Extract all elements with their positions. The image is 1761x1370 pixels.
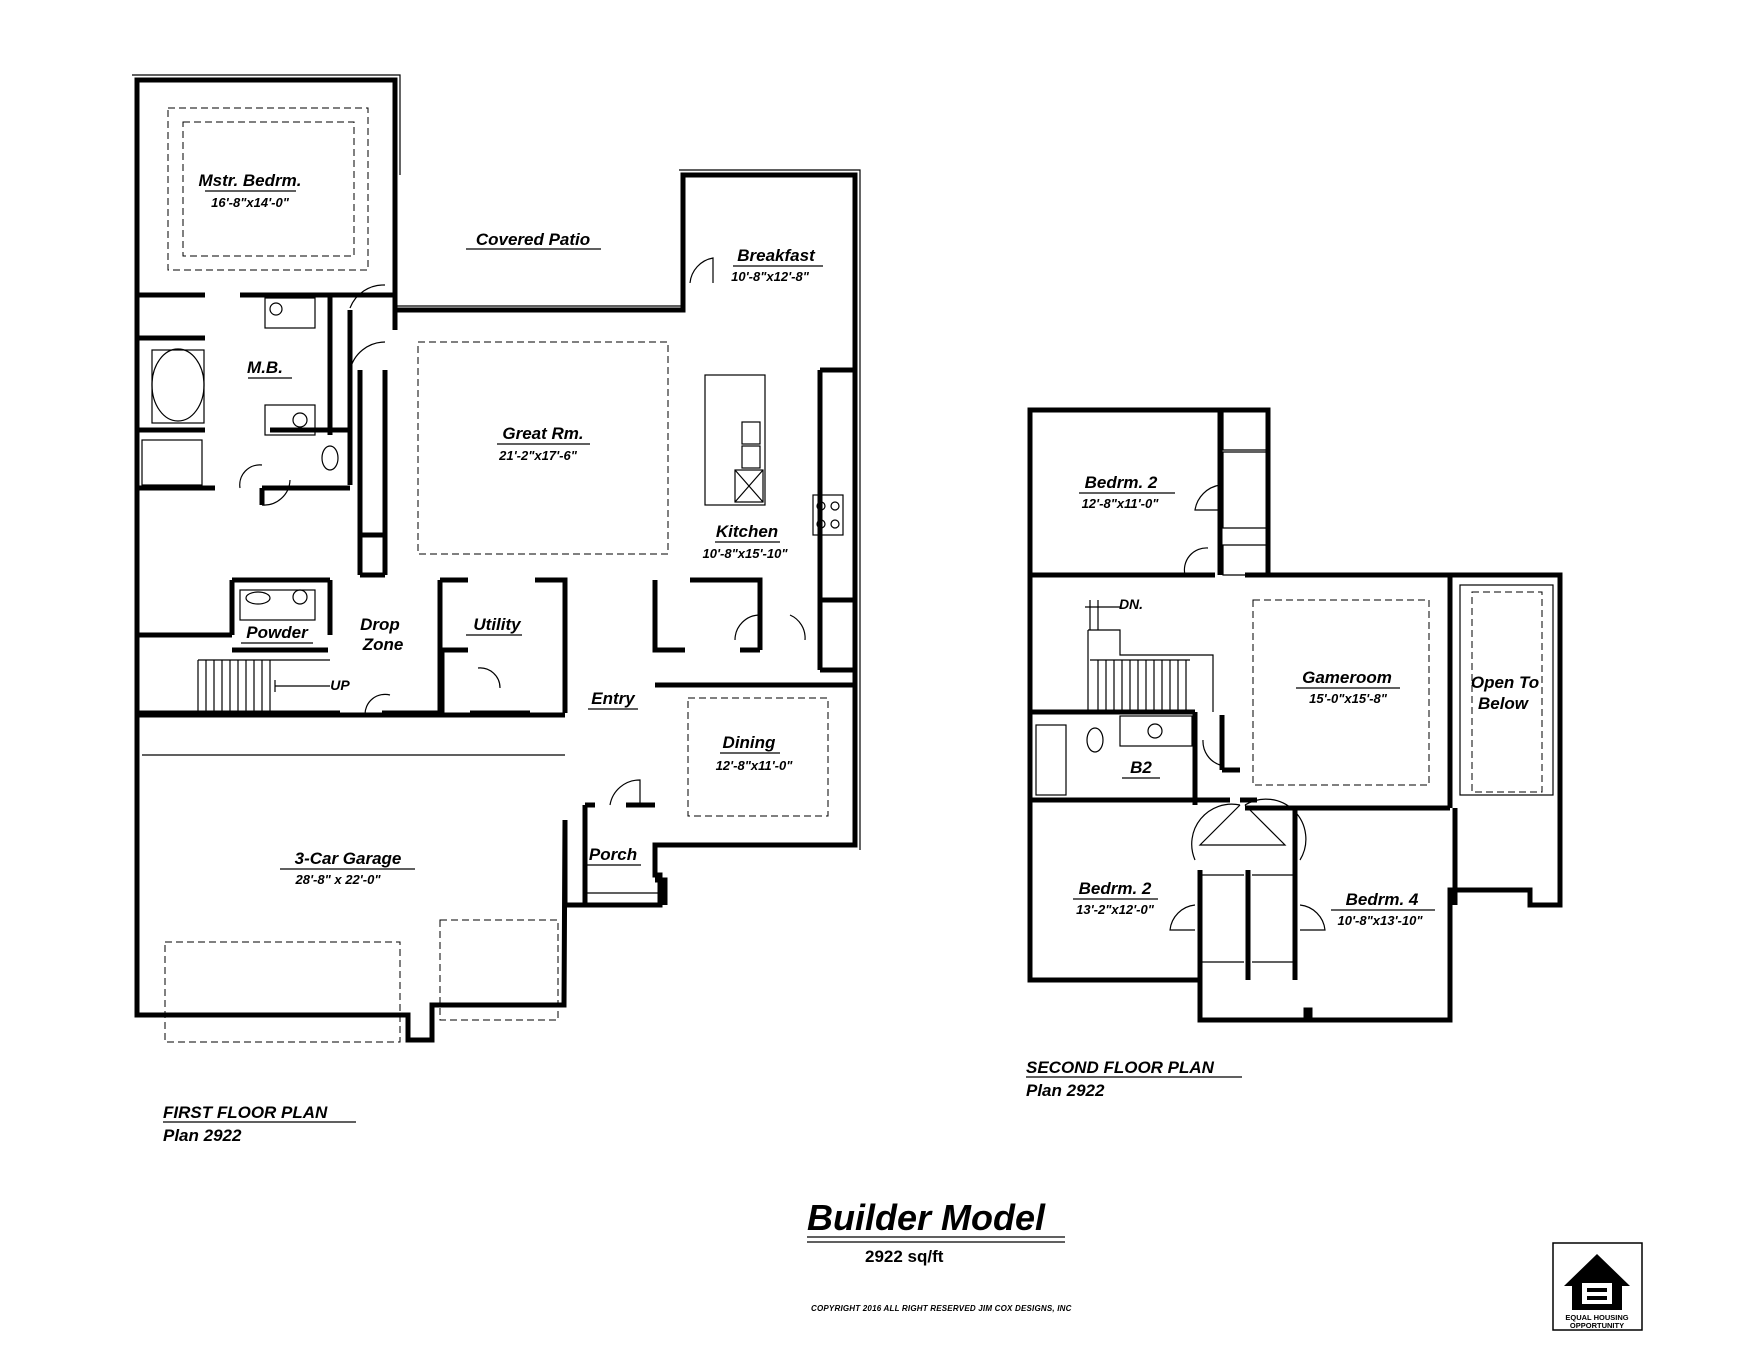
gameroom-dim: 15'-0"x15'-8" — [1309, 691, 1388, 706]
second-floor-caption-plan: Plan 2922 — [1026, 1081, 1105, 1100]
toilet-icon — [1086, 727, 1104, 753]
great-rm-dim: 21'-2"x17'-6" — [498, 448, 578, 463]
mstr-bedrm-ceiling — [167, 107, 369, 271]
toilet-icon — [245, 591, 271, 605]
first-floor-outer-wall — [134, 77, 858, 1043]
mb-label: M.B. — [247, 358, 283, 377]
mstr-bedrm-label: Mstr. Bedrm. — [199, 171, 302, 190]
breakfast-label: Breakfast — [737, 246, 816, 265]
dining-dim: 12'-8"x11'-0" — [716, 758, 794, 773]
bedrm2-bottom-dim: 13'-2"x12'-0" — [1076, 902, 1155, 917]
b2-label: B2 — [1130, 758, 1152, 777]
sink-icon — [292, 589, 308, 605]
cooktop-icon — [812, 494, 844, 536]
equal-housing-logo: EQUAL HOUSING OPPORTUNITY — [1552, 1242, 1643, 1331]
below-label: Below — [1478, 694, 1530, 713]
gameroom-label: Gameroom — [1302, 668, 1392, 687]
mstr-bedrm-dim: 16'-8"x14'-0" — [211, 195, 290, 210]
first-floor-caption-plan: Plan 2922 — [163, 1126, 242, 1145]
covered-patio-label: Covered Patio — [476, 230, 590, 249]
sink-icon — [264, 297, 316, 329]
equal-housing-house-icon — [1564, 1254, 1630, 1310]
dining-ceiling — [687, 697, 829, 817]
breakfast-dim: 10'-8"x12'-8" — [731, 269, 810, 284]
builder-model-title: Builder Model — [807, 1197, 1046, 1238]
logo-line1: EQUAL HOUSING — [1565, 1313, 1628, 1322]
entry-label: Entry — [591, 689, 636, 708]
first-floor-stair — [197, 659, 330, 714]
second-floor-plan — [1027, 407, 1563, 1023]
shower-icon — [141, 439, 203, 486]
drop-label: Drop — [360, 615, 400, 634]
bathtub-icon — [1035, 724, 1067, 796]
logo-line2: OPPORTUNITY — [1570, 1321, 1624, 1330]
open-to-below-box — [1459, 584, 1554, 796]
sqft-label: 2922 sq/ft — [865, 1247, 944, 1266]
kitchen-sink-icon — [741, 421, 761, 445]
dn-label: DN. — [1119, 596, 1143, 612]
toilet-icon — [321, 445, 339, 471]
great-rm-label: Great Rm. — [502, 424, 583, 443]
kitchen-label: Kitchen — [716, 522, 778, 541]
second-floor-stair — [1085, 600, 1214, 712]
first-floor-caption-title: FIRST FLOOR PLAN — [163, 1103, 328, 1122]
zone-label: Zone — [362, 635, 404, 654]
porch-label: Porch — [589, 845, 637, 864]
garage-label: 3-Car Garage — [295, 849, 402, 868]
up-label: UP — [330, 677, 350, 693]
garage-dim: 28'-8" x 22'-0" — [294, 872, 381, 887]
powder-label: Powder — [246, 623, 309, 642]
kitchen-dim: 10'-8"x15'-10" — [702, 546, 788, 561]
first-floor-plan — [132, 74, 861, 1043]
bedrm2-top-label: Bedrm. 2 — [1085, 473, 1158, 492]
utility-label: Utility — [473, 615, 522, 634]
bedrm4-dim: 10'-8"x13'-10" — [1337, 913, 1423, 928]
garage-door-right — [439, 919, 559, 1021]
second-floor-caption-title: SECOND FLOOR PLAN — [1026, 1058, 1215, 1077]
great-rm-ceiling — [417, 341, 669, 555]
bedrm2-bottom-label: Bedrm. 2 — [1079, 879, 1152, 898]
copyright-text: COPYRIGHT 2016 ALL RIGHT RESERVED JIM CO… — [811, 1304, 1072, 1313]
gameroom-ceiling — [1252, 599, 1430, 786]
bedrm2-top-dim: 12'-8"x11'-0" — [1082, 496, 1160, 511]
bedrm4-label: Bedrm. 4 — [1346, 890, 1419, 909]
sink-icon — [1147, 723, 1163, 739]
garage-door-left — [164, 941, 401, 1043]
first-floor-interior-walls — [137, 290, 855, 808]
dining-label: Dining — [723, 733, 776, 752]
sink-icon — [292, 412, 308, 428]
bathtub-icon — [151, 348, 205, 422]
open-to-label: Open To — [1471, 673, 1539, 692]
second-floor-outer-wall — [1027, 407, 1563, 1023]
kitchen-island — [704, 374, 766, 506]
